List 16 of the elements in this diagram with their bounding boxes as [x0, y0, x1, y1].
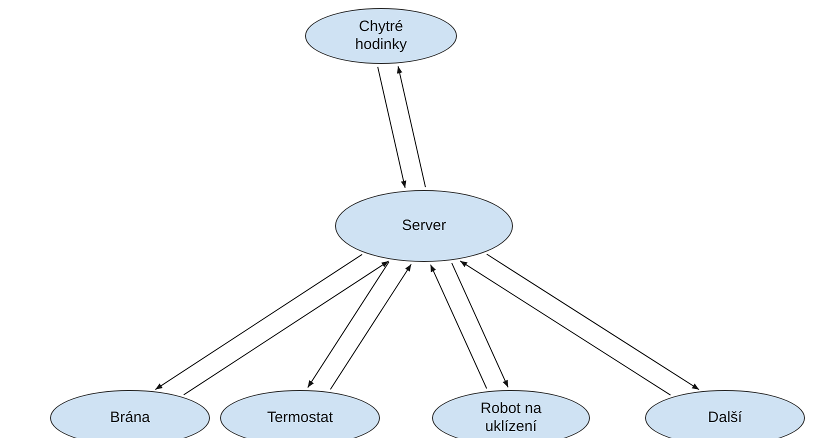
arrow — [183, 260, 390, 396]
node-label: Brána — [110, 409, 150, 427]
node-label: Termostat — [267, 409, 333, 427]
node-label: Server — [402, 217, 446, 235]
node-label: Robot na uklízení — [480, 400, 542, 436]
arrow — [154, 254, 363, 390]
arrow — [396, 66, 426, 188]
node-label: Chytré hodinky — [354, 18, 408, 54]
arrow — [460, 260, 671, 396]
arrow — [330, 264, 412, 390]
arrow — [307, 261, 390, 388]
arrow — [451, 262, 509, 388]
node-label: Další — [708, 409, 742, 427]
arrow — [430, 264, 488, 389]
arrow — [377, 66, 406, 188]
arrow — [486, 254, 700, 390]
